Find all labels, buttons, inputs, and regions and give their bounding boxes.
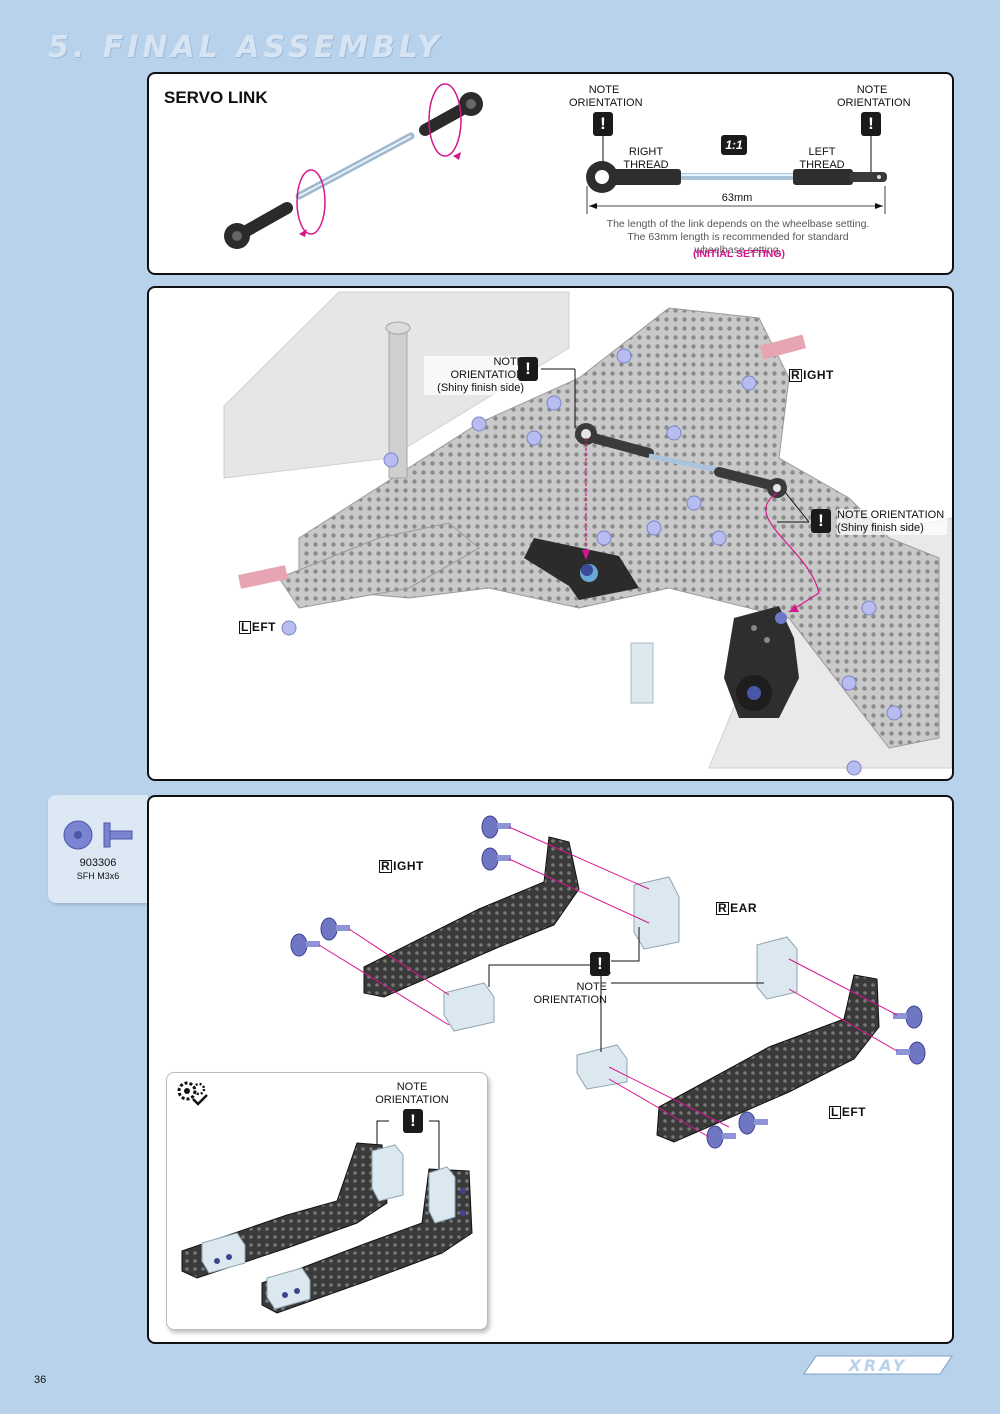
part-description: SFH M3x6: [76, 871, 120, 881]
note-orientation-link-bottom: NOTE ORIENTATION (Shiny finish side): [837, 509, 947, 535]
note-icon: !: [590, 952, 610, 976]
note-orientation-right-label: NOTE ORIENTATION: [837, 84, 911, 109]
length-dimension: 63mm: [713, 192, 761, 205]
servo-link-installation-panel: NOTE ORIENTATION (Shiny finish side) ! !…: [147, 286, 954, 781]
page-number: 36: [34, 1374, 47, 1386]
parts-sidebar: 903306 SFH M3x6: [48, 795, 148, 903]
part-number: 903306: [79, 857, 117, 869]
servo-link-panel: SERVO LINK NOTE ORIENTATION ! NOTE ORIEN…: [147, 72, 954, 275]
note-orientation-link-top: NOTE ORIENTATION (Shiny finish side): [424, 356, 524, 395]
panel-title: SERVO LINK: [164, 88, 268, 107]
note-orientation-label: NOTE ORIENTATION: [375, 1081, 449, 1106]
note-icon: !: [403, 1109, 423, 1133]
left-thread-label: LEFT THREAD: [799, 146, 845, 171]
assembled-view-inset: NOTE ORIENTATION !: [166, 1072, 488, 1330]
assembled-brace-illustration: [181, 1120, 473, 1314]
brand-text: XRAY: [848, 1356, 908, 1375]
xray-logo: XRAY: [803, 1355, 953, 1375]
servo-link-dimension-drawing: [586, 136, 887, 214]
servo-link-exploded-illustration: [224, 83, 483, 249]
servo-link-description: The length of the link depends on the wh…: [606, 218, 870, 256]
note-icon: !: [593, 112, 613, 136]
right-thread-label: RIGHT THREAD: [623, 146, 669, 171]
initial-setting-label: (INITIAL SETTING): [693, 248, 785, 260]
section-title: 5. FINAL ASSEMBLY: [48, 30, 443, 65]
ratio-badge: 1:1: [721, 135, 747, 155]
note-icon: !: [861, 112, 881, 136]
note-icon: !: [811, 509, 831, 533]
note-orientation-label: NOTE ORIENTATION: [533, 981, 607, 1006]
chassis-illustration: [223, 291, 952, 776]
note-icon: !: [518, 357, 538, 381]
gears-check-icon: [177, 1081, 208, 1106]
brand-logo: XRAY: [796, 1354, 956, 1376]
note-orientation-left-label: NOTE ORIENTATION: [569, 84, 643, 109]
screw-icon: [63, 820, 133, 850]
brace-exploded-illustration: [290, 815, 926, 1149]
